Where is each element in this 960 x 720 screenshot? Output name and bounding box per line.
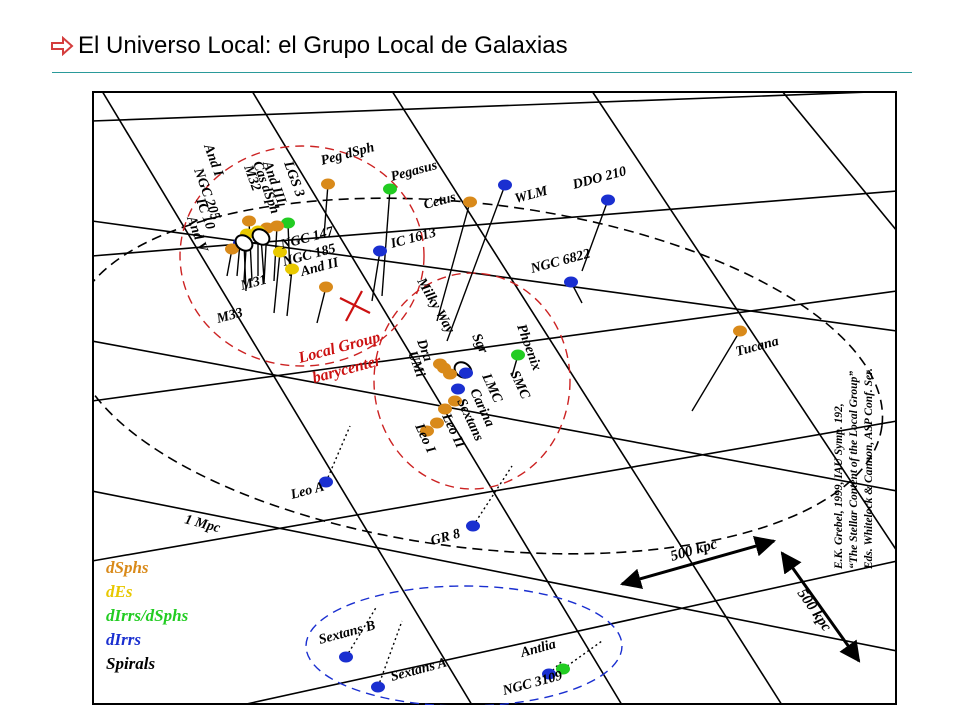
galaxy-sextans-a [371,681,385,693]
citation-line-1: E.K. Grebel, 1999, IAU Symp. 192, [833,403,845,570]
galaxy-leo-a [319,476,333,488]
dropline-wlm [446,184,506,342]
dropline-leo-a [325,425,351,483]
scale-arrow-horizontal [619,536,777,589]
projection-droplines [226,183,741,688]
legend-item-dirrs: dIrrs [106,630,141,649]
dropline-ngc-147 [273,251,281,314]
galaxy-sextans-b [339,651,353,663]
grid-line-5 [92,220,897,332]
slide-title: El Universo Local: el Grupo Local de Gal… [78,32,568,59]
slide-title-bar: El Universo Local: el Grupo Local de Gal… [50,26,568,66]
galaxy-m33 [234,234,254,252]
galaxy-and-i [242,215,256,227]
galaxy-ddo-210 [601,194,615,206]
grid-line-9 [251,91,623,705]
galaxy-tucana [733,325,747,337]
galaxy-m31 [251,228,271,246]
galaxy-ic-1613 [373,245,387,257]
grid-line-1 [92,190,897,257]
grid-line-0 [92,91,897,122]
figure-frame [92,91,897,705]
galaxy-ngc-185 [285,263,299,275]
galaxy-and-ii [319,281,333,293]
galaxy-ngc-3109 [542,668,556,680]
galaxy-sextans [438,403,452,415]
galaxy-gr-8 [466,520,480,532]
galaxy-lmc [451,383,465,395]
dropline-ngc-185 [286,268,293,317]
grid-line-3 [92,420,897,562]
local-group-diagram: Local Group barycenter Peg dSphPegasusCe… [92,91,897,705]
legend-item-spirals: Spirals [106,654,156,673]
grid-line-6 [92,340,897,492]
legend-item-dsphs: dSphs [106,558,149,577]
galaxy-ngc-6822 [564,276,578,288]
legend: dSphs dEs dIrrs/dSphs dIrrs Spirals [106,558,189,673]
grid-line-12 [781,91,897,232]
dropline-peg-dsph [323,183,329,237]
dropline-ddo-210 [581,199,609,272]
galaxy-smc [459,367,473,379]
galaxy-label-m33: M33 [214,306,244,328]
m31-subgroup-circle [179,145,425,367]
galaxy-lgs-3 [281,217,295,229]
dropline-cetus [436,201,471,322]
galaxy-umi [437,362,451,374]
antlia-sextans-group-circle [305,585,623,705]
title-divider [52,72,912,73]
galaxy-pegasus [383,183,397,195]
grid-line-2 [92,290,897,402]
dropline-sextans-a [377,620,403,688]
grid-line-11 [591,91,897,552]
scale-arrow-vertical [780,551,861,663]
galaxy-antlia [556,663,570,675]
galaxy-leo-ii [430,417,444,429]
one-mpc-circle [92,197,884,555]
projection-grid [92,91,897,705]
grid-line-8 [101,91,473,705]
galaxy-cetus [463,196,477,208]
grid-line-7 [92,490,897,652]
galaxy-leo-i [420,425,434,437]
barycenter-marker [339,290,371,322]
dropline-tucana [691,330,741,412]
citation-line-2: “The Stellar Content of the Local Group” [848,371,860,569]
dropline-and-ii [316,286,327,324]
galaxy-peg-dsph [321,178,335,190]
galaxy-label-m31: M31 [238,273,268,295]
dropline-ngc-3109 [548,660,563,675]
galaxy-phoenix [511,349,525,361]
dropline-antlia [562,640,603,670]
grid-line-10 [391,91,783,705]
galaxy-carina [448,395,462,407]
galaxy-and-v [225,243,239,255]
dropline-pegasus [381,188,391,297]
arrow-right-icon [51,36,74,56]
legend-item-dirrs-dsphs: dIrrs/dSphs [106,606,189,625]
dropline-gr-8 [472,465,513,527]
citation: E.K. Grebel, 1999, IAU Symp. 192, “The S… [833,368,875,570]
galaxy-label-gr-8: GR 8 [429,527,462,549]
galaxy-wlm [498,179,512,191]
citation-line-3: Eds. Whitelock & Cannon, ASP Conf. Ser. [863,368,875,570]
legend-item-des: dEs [106,582,133,601]
galaxy-ngc-147 [273,246,287,258]
dropline-ic-1613 [371,250,381,302]
